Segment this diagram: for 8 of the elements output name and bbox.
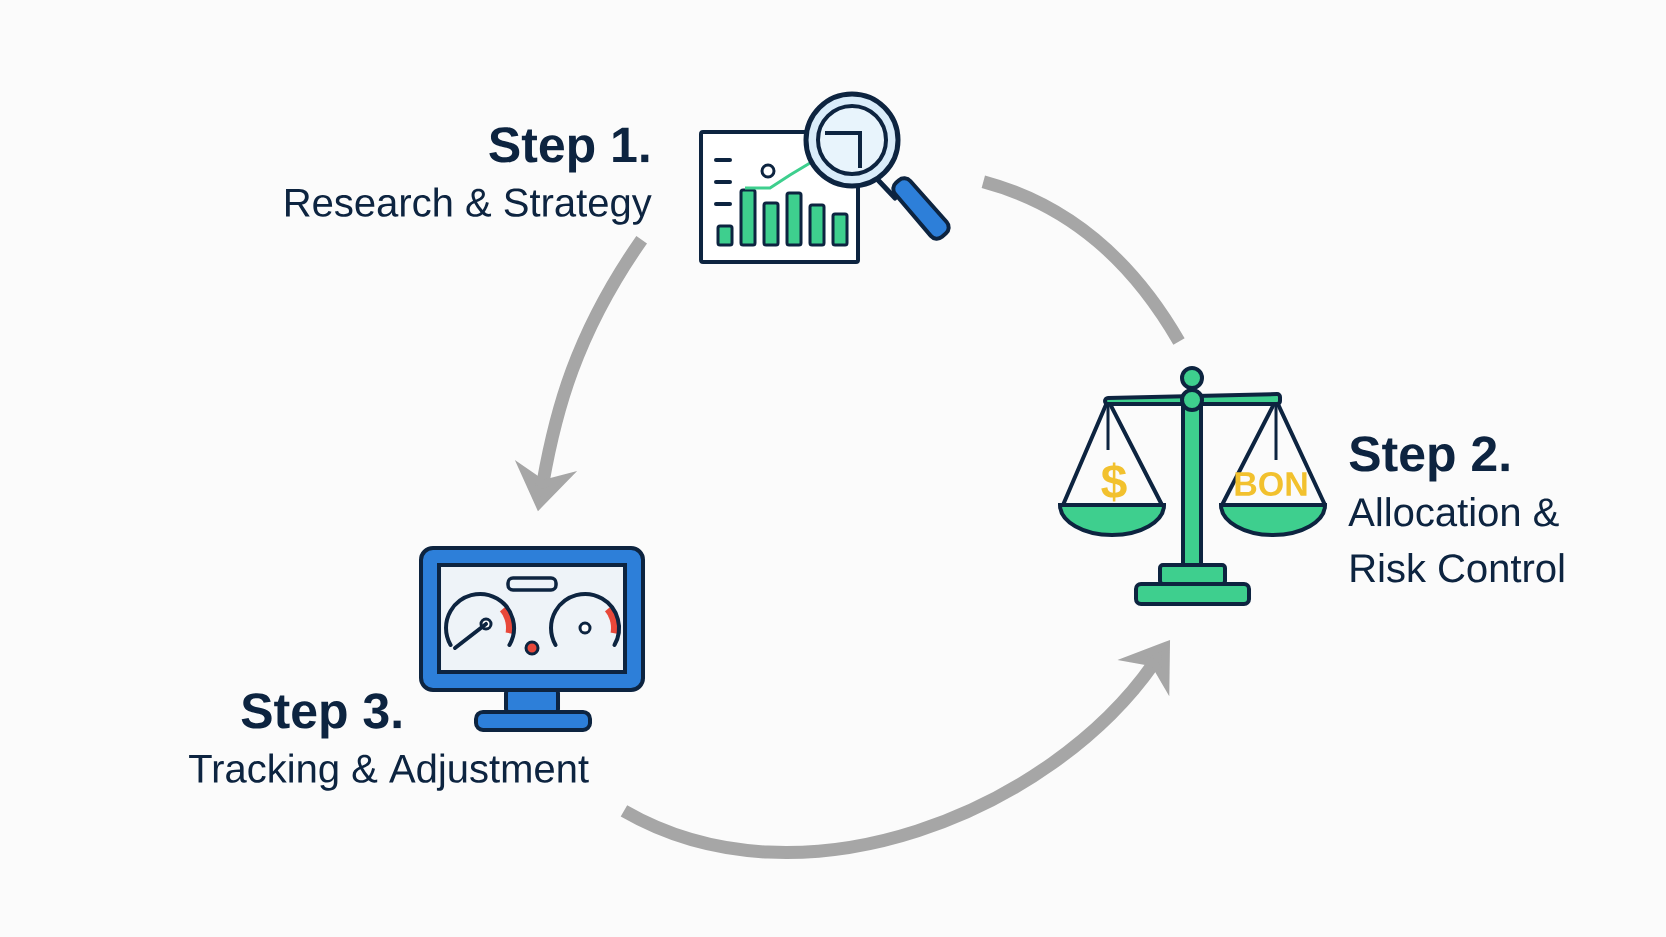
monitor-gauges-drawing [419,546,645,732]
dollar-sign: $ [1101,462,1127,502]
pan-label: BON [1235,471,1307,496]
step-label: Step 1. Research & Strategy [286,127,652,225]
balance-scale-drawing [1058,366,1327,606]
chart-magnifier-drawing [699,91,951,264]
step-label: Step 3. Tracking & Adjustment [189,693,589,791]
step-label: Step 2. Allocation & Risk Control [1348,436,1564,583]
